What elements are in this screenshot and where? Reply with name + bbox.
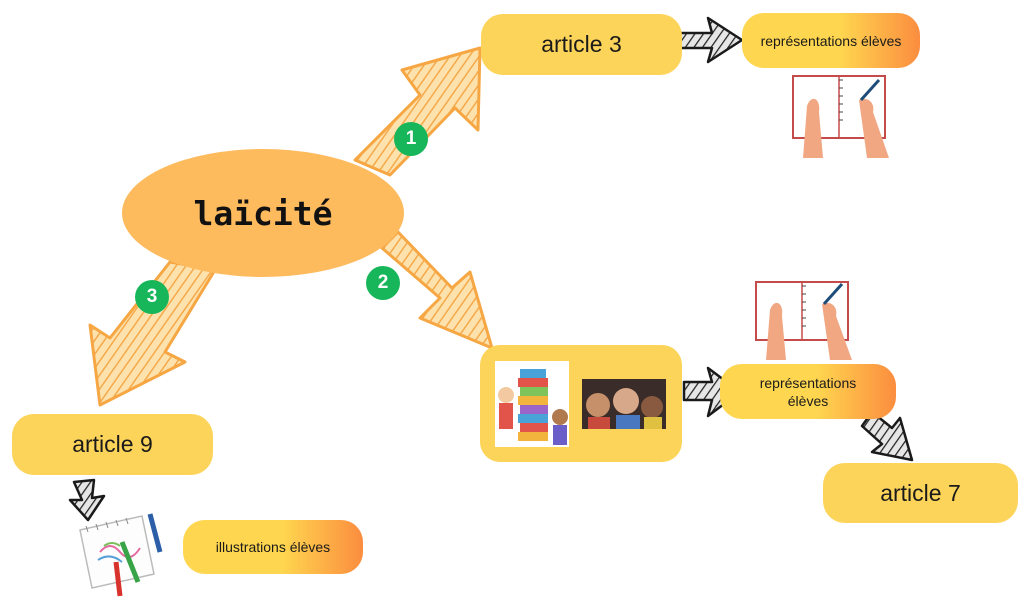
arrow-2-to-photos — [380, 230, 494, 350]
step-badge-1: 1 — [394, 122, 428, 156]
children-photo — [582, 379, 666, 429]
representations-eleves-bottom: représentations élèves — [720, 364, 896, 419]
central-concept-laicite: laïcité — [122, 149, 404, 277]
step-badge-2: 2 — [366, 266, 400, 300]
photos-panel — [480, 345, 682, 462]
arrow-article9-to-illustrations — [68, 478, 106, 522]
arrow-3-to-article9 — [88, 260, 217, 407]
notebook-writing-icon — [792, 75, 889, 158]
arrow-representations-to-article7 — [860, 410, 914, 462]
notebook-writing-icon — [755, 281, 852, 360]
illustrations-eleves: illustrations élèves — [183, 520, 363, 574]
article-3-node: article 3 — [481, 14, 682, 75]
step-badge-3: 3 — [135, 280, 169, 314]
arrow-1-to-article3 — [353, 46, 482, 177]
representations-eleves-top: représentations élèves — [742, 13, 920, 68]
article-9-node: article 9 — [12, 414, 213, 475]
drawing-pad-pencils-icon — [79, 513, 163, 597]
stacked-books-kids-icon — [495, 361, 569, 447]
article-7-node: article 7 — [823, 463, 1018, 523]
arrow-article3-to-representations — [678, 16, 744, 64]
